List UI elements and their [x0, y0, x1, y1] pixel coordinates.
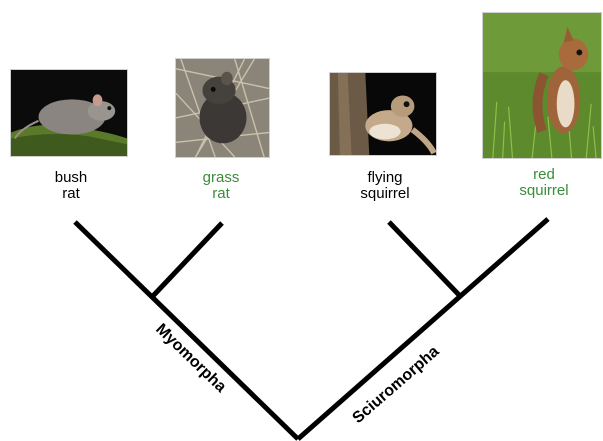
taxon-label-red-squirrel: red squirrel — [494, 167, 594, 199]
taxon-name-line2: squirrel — [519, 182, 569, 199]
branch-grass-rat — [150, 221, 224, 299]
taxon-name-line2: rat — [212, 185, 230, 202]
branch-root-left — [73, 220, 300, 441]
taxon-name-line2: rat — [62, 185, 80, 202]
flying-squirrel-photo — [329, 72, 437, 156]
taxon-label-bush-rat: bush rat — [21, 170, 121, 202]
bush-rat-photo — [10, 69, 128, 157]
branch-root-right — [296, 217, 550, 441]
taxon-name-line1: grass — [202, 169, 240, 186]
taxon-label-flying-squirrel: flying squirrel — [335, 170, 435, 202]
grass-rat-photo — [175, 58, 270, 158]
taxon-name-line2: squirrel — [360, 185, 410, 202]
branch-flying-squirrel — [387, 220, 462, 298]
taxon-name-line1: flying — [367, 169, 403, 186]
taxon-label-grass-rat: grass rat — [171, 170, 271, 202]
red-squirrel-photo — [482, 12, 602, 159]
taxon-name-line1: bush — [54, 169, 88, 186]
taxon-name-line1: red — [533, 166, 555, 183]
